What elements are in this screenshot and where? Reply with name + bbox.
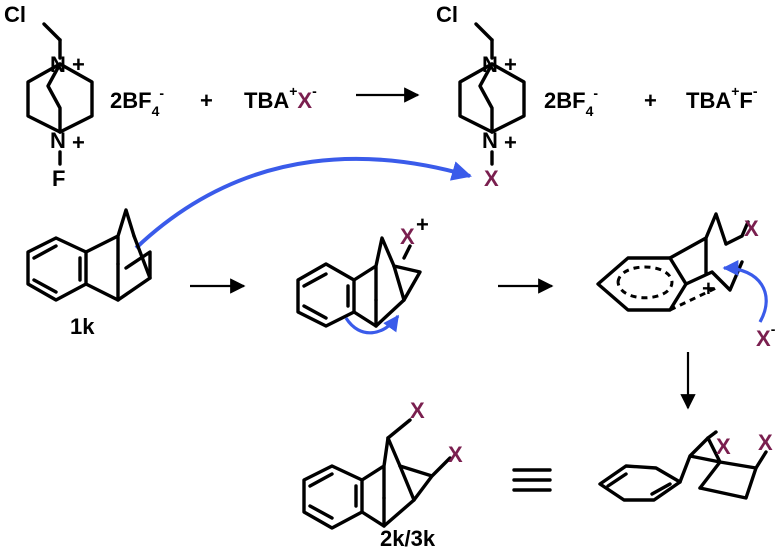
svg-text:TBA+X-: TBA+X-: [244, 83, 317, 113]
x-bridged-atom: X: [744, 216, 759, 241]
n-atom-bottom-product: N: [482, 128, 498, 153]
n-atom-top-product: N: [482, 52, 498, 77]
perspective-x-2: X: [758, 430, 773, 455]
tba-f-salt: TBA+F-: [686, 83, 758, 113]
plus-sign-1: +: [200, 88, 213, 113]
x-anion-nucleophile: X-: [756, 321, 776, 351]
product-x-2: X: [448, 442, 463, 467]
n-charge-top-product: +: [504, 52, 517, 77]
x-atom-product: X: [484, 166, 499, 191]
benzonorbornadiene-1k: 1k: [26, 208, 152, 339]
equivalence-sign: [512, 468, 552, 492]
n-charge-bottom-product: +: [504, 130, 517, 155]
counterion-coef: 2BF: [110, 88, 152, 113]
bridged-charge: +: [702, 276, 715, 301]
n-charge-top: +: [72, 52, 85, 77]
tba-label: TBA: [244, 88, 289, 113]
x-cation-atom: X: [400, 224, 415, 249]
counterion-sub: 4: [152, 103, 160, 119]
svg-text:TBA+F-: TBA+F-: [686, 83, 758, 113]
compound-label-2k3k: 2k/3k: [380, 526, 436, 551]
curved-arrow-aryl-shift: [344, 314, 400, 335]
phenonium-intermediate: X + X-: [596, 212, 776, 351]
counterion-right: 2BF4-: [544, 85, 598, 119]
tba-charge: +: [289, 83, 297, 99]
n-charge-bottom: +: [72, 130, 85, 155]
cl-atom-product: Cl: [436, 2, 458, 27]
svg-text:2BF4-: 2BF4 -: [110, 85, 164, 119]
product-2k-3k: X X 2k/3k: [302, 398, 463, 551]
tba-x-salt: TBA+X-: [244, 83, 317, 113]
selectfluor-structure: Cl N + N + F: [4, 2, 94, 191]
plus-sign-2: +: [644, 88, 657, 113]
f-atom: F: [52, 166, 65, 191]
x-anion-charge: -: [312, 83, 317, 99]
counterion-charge: -: [159, 85, 164, 101]
cl-atom: Cl: [4, 2, 26, 27]
n-atom-bottom: N: [50, 128, 66, 153]
curved-arrow-alkene-to-x: [134, 156, 472, 250]
perspective-x-1: X: [716, 434, 731, 459]
counterion-left: 2BF4 -: [110, 85, 164, 119]
halonium-intermediate: X +: [296, 212, 429, 335]
x-cation-charge: +: [416, 212, 429, 237]
curved-arrow-nucleophile: [722, 260, 768, 323]
svg-text:2BF4-: 2BF4-: [544, 85, 598, 119]
compound-label-1k: 1k: [70, 314, 95, 339]
x-anion: X: [297, 88, 312, 113]
product-x-1: X: [410, 398, 425, 423]
n-atom-top: N: [50, 52, 66, 77]
product-perspective-view: X X: [598, 430, 773, 502]
n-x-structure: Cl N + N + X: [436, 2, 526, 191]
